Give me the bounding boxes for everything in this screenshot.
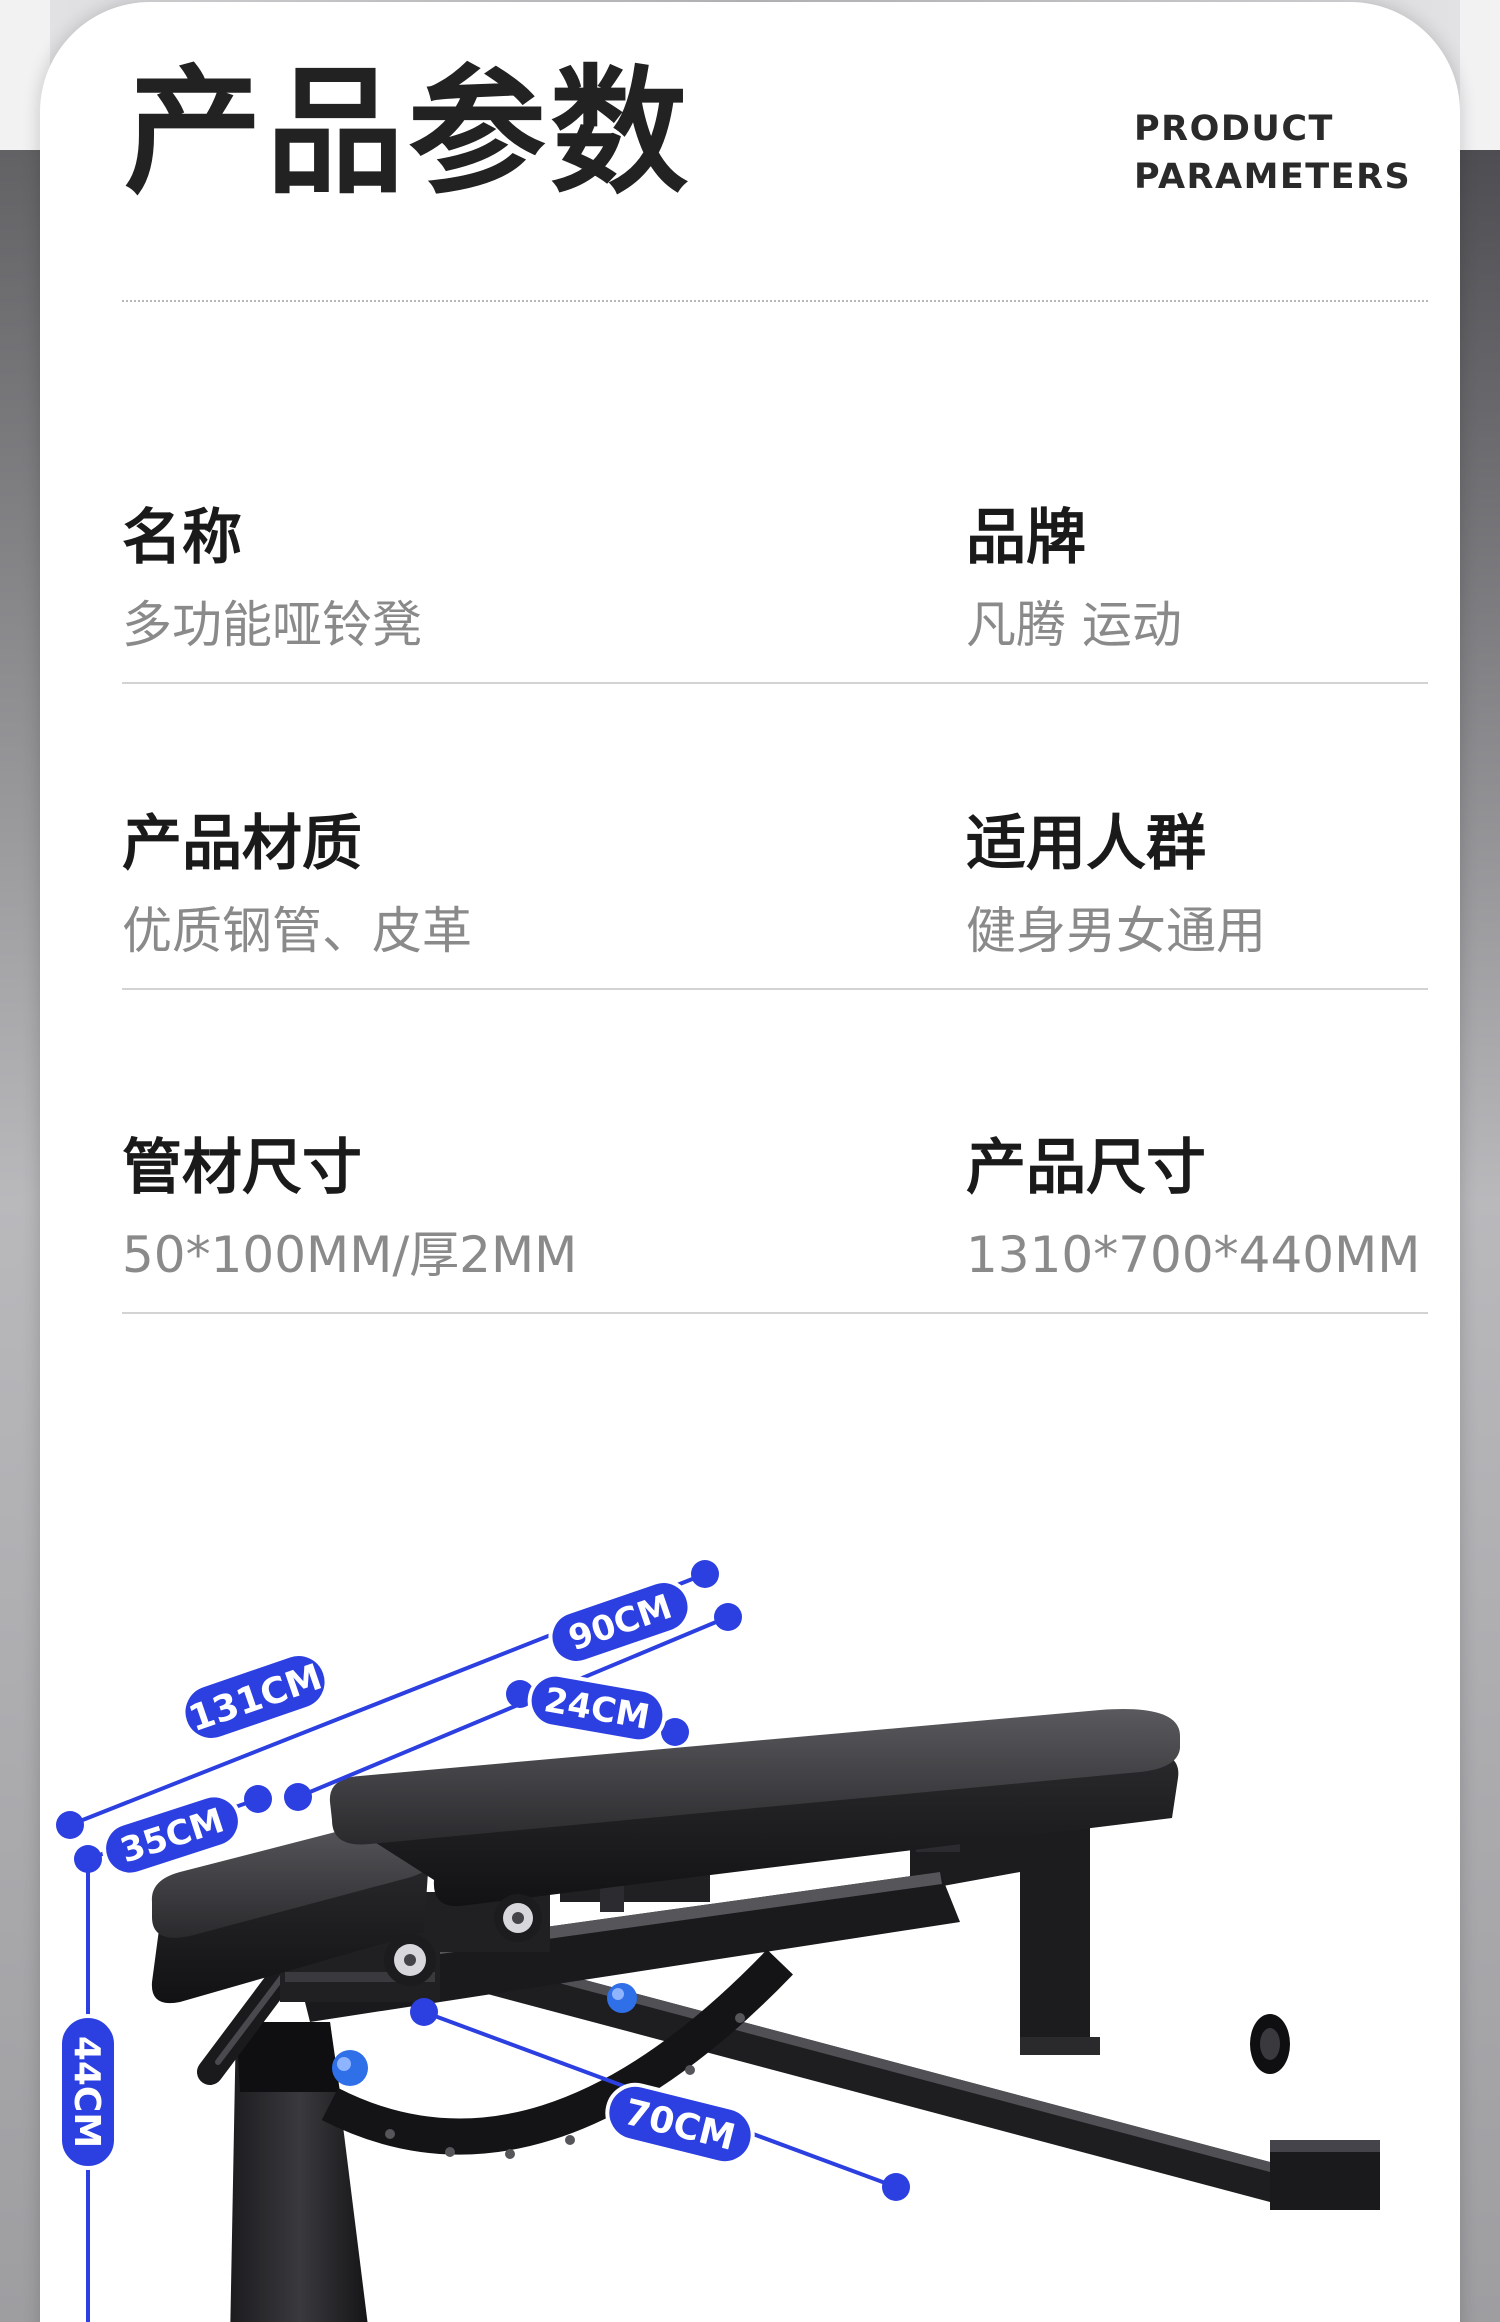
bench-back-pad bbox=[329, 1709, 1181, 1907]
dimension-label-back-pad-width: 24CM bbox=[527, 1672, 667, 1744]
param-label-tube-size: 管材尺寸 bbox=[122, 1133, 362, 1203]
param-value-name: 多功能哑铃凳 bbox=[122, 596, 422, 654]
gear-knob-icon bbox=[384, 1894, 542, 1986]
page-title: 产品参数 bbox=[124, 52, 693, 213]
page-subtitle: PRODUCT PARAMETERS bbox=[1134, 105, 1411, 201]
param-label-material: 产品材质 bbox=[122, 809, 362, 879]
dimension-label-base-width: 70CM bbox=[605, 2082, 755, 2166]
param-value-tube-size: 50*100MM/厚2MM bbox=[122, 1226, 578, 1284]
row-divider bbox=[122, 988, 1428, 990]
param-label-product-size: 产品尺寸 bbox=[966, 1133, 1206, 1203]
param-value-users: 健身男女通用 bbox=[966, 902, 1266, 960]
param-label-users: 适用人群 bbox=[966, 809, 1206, 879]
subtitle-line-1: PRODUCT bbox=[1134, 109, 1334, 149]
bench-base-rail bbox=[480, 1952, 1380, 2210]
row-divider bbox=[122, 682, 1428, 684]
parameters-card: 产品参数 PRODUCT PARAMETERS 名称 多功能哑铃凳 品牌 凡腾 … bbox=[40, 2, 1460, 2322]
dimension-text: 44CM bbox=[66, 2036, 107, 2148]
param-value-brand: 凡腾 运动 bbox=[966, 596, 1182, 654]
bench-seat-pad bbox=[151, 1815, 438, 2004]
param-label-brand: 品牌 bbox=[966, 503, 1086, 573]
dimension-label-height: 44CM bbox=[58, 2014, 118, 2170]
subtitle-line-2: PARAMETERS bbox=[1134, 157, 1412, 197]
background-right-strip bbox=[1460, 0, 1500, 2322]
param-value-product-size: 1310*700*440MM bbox=[966, 1226, 1421, 1284]
dimension-label-overall-length: 131CM bbox=[181, 1652, 329, 1742]
param-label-name: 名称 bbox=[122, 503, 242, 573]
title-divider bbox=[122, 300, 1428, 302]
pop-pin-icon bbox=[332, 1983, 637, 2086]
row-divider bbox=[122, 1312, 1428, 1314]
bench-front-leg bbox=[230, 2022, 368, 2322]
param-value-material: 优质钢管、皮革 bbox=[122, 902, 472, 960]
bench-illustration: 131CM 90CM 24CM 35CM 44CM 70CM bbox=[56, 1560, 1380, 2322]
dimension-label-back-pad-length: 90CM bbox=[548, 1579, 692, 1665]
